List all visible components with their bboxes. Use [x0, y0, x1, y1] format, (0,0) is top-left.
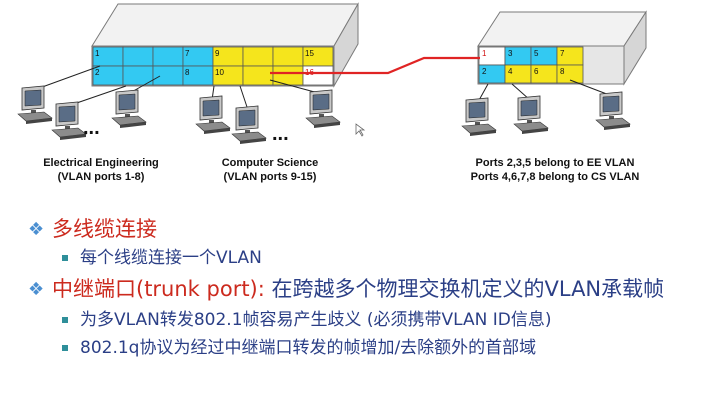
sub-bullet-8021q: 802.1q协议为经过中继端口转发的帧增加/去除额外的首部域: [28, 336, 704, 360]
mouse-cursor-icon: [355, 123, 366, 137]
left-switch-port-label: 7: [185, 49, 190, 58]
sub-bullet-one-vlan-per-cable: 每个线缆连接一个VLAN: [28, 246, 704, 270]
computer-icon: [231, 105, 267, 144]
left-switch-port: [302, 65, 334, 86]
ellipsis-cs: ...: [272, 123, 289, 145]
left-switch-port: [242, 65, 274, 86]
computer-icon: [461, 97, 497, 136]
square-bullet-icon: [62, 255, 68, 261]
right-switch-port-label: 7: [560, 49, 565, 58]
bullet-trunk-port: ❖ 中继端口(trunk port): 在跨越多个物理交换机定义的VLAN承载帧: [28, 277, 665, 301]
ellipsis-ee: ...: [83, 117, 100, 139]
square-bullet-icon: [62, 345, 68, 351]
left-switch-port: [242, 46, 274, 67]
computer-icon: [305, 89, 341, 128]
right-switch-port-label: 4: [508, 67, 513, 76]
left-switch-port-label: 9: [215, 49, 220, 58]
network-cable: [239, 85, 249, 111]
caption-cs: Computer Science (VLAN ports 9-15): [221, 157, 319, 183]
left-switch-port: [152, 65, 184, 86]
sub-bullet-ambiguity: 为多VLAN转发802.1帧容易产生歧义 (必须携带VLAN ID信息): [28, 308, 704, 332]
right-switch-port: [556, 64, 584, 84]
left-switch-port-label: 10: [215, 68, 224, 77]
vlan-diagram: 1 7 9 15 2 8 10 1 6 1 3 5 7 2 4 6 8 ... ...: [17, 2, 647, 145]
right-switch-port-label: 8: [560, 67, 565, 76]
square-bullet-icon: [62, 317, 68, 323]
diamond-bullet-icon: ❖: [28, 279, 45, 300]
left-switch-port-label: 8: [185, 68, 190, 77]
left-switch-port-label: 1: [95, 49, 100, 58]
left-switch-port-label: 15: [305, 49, 314, 58]
right-switch-port-label: 2: [482, 67, 487, 76]
bullet-list: ❖ 多线缆连接 每个线缆连接一个VLAN ❖ 中继端口(trunk port):…: [28, 216, 704, 360]
computer-icon: [513, 95, 549, 134]
computer-icon: [595, 91, 631, 130]
trunk-link: [270, 56, 480, 75]
computer-icon: [195, 95, 231, 134]
left-switch-port: [152, 46, 184, 67]
caption-ee: Electrical Engineering (VLAN ports 1-8): [43, 157, 159, 183]
right-switch-port-label: 6: [534, 67, 539, 76]
caption-right-switch: Ports 2,3,5 belong to EE VLAN Ports 4,6,…: [470, 157, 640, 183]
right-switch-port-label: 5: [534, 49, 539, 58]
right-switch: 1 3 5 7 2 4 6 8: [477, 10, 647, 86]
left-switch-port: [122, 46, 154, 67]
right-switch-port-label: 3: [508, 49, 513, 58]
diamond-bullet-icon: ❖: [28, 219, 45, 240]
computer-icon: [51, 101, 87, 140]
computer-icon: [17, 85, 53, 124]
network-cable: [33, 65, 101, 91]
left-switch-port: [272, 46, 304, 67]
right-switch-port-label: 1: [482, 49, 487, 58]
left-switch-port-label: 2: [95, 68, 100, 77]
computer-icon: [111, 89, 147, 128]
bullet-multiple-cables: ❖ 多线缆连接: [28, 217, 157, 241]
